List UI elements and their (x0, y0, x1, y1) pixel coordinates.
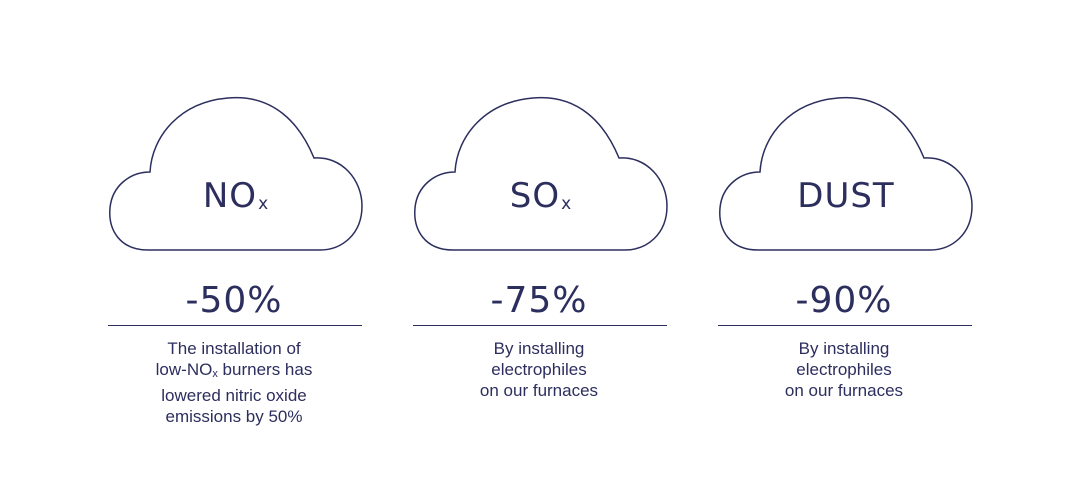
divider (108, 325, 362, 326)
cloud-icon (106, 84, 366, 254)
description: The installation of low-NOx burners has … (155, 339, 313, 426)
cloud-icon (716, 84, 976, 254)
description: By installing electrophiles on our furna… (479, 339, 599, 400)
reduction-percent: -75% (490, 280, 588, 321)
pollutant-label: NOx (202, 176, 270, 216)
cloud-icon (411, 84, 671, 254)
description: By installing electrophiles on our furna… (784, 339, 904, 400)
emission-card-sox: SOx -75% By installing electrophiles on … (411, 0, 671, 500)
emission-card-dust: DUST -90% By installing electrophiles on… (716, 0, 976, 500)
emission-card-nox: NOx -50% The installation of low-NOx bur… (106, 0, 366, 500)
pollutant-label: DUST (797, 176, 895, 216)
pollutant-label: SOx (509, 176, 573, 216)
reduction-percent: -90% (795, 280, 893, 321)
divider (718, 325, 972, 326)
divider (413, 325, 667, 326)
reduction-percent: -50% (185, 280, 283, 321)
